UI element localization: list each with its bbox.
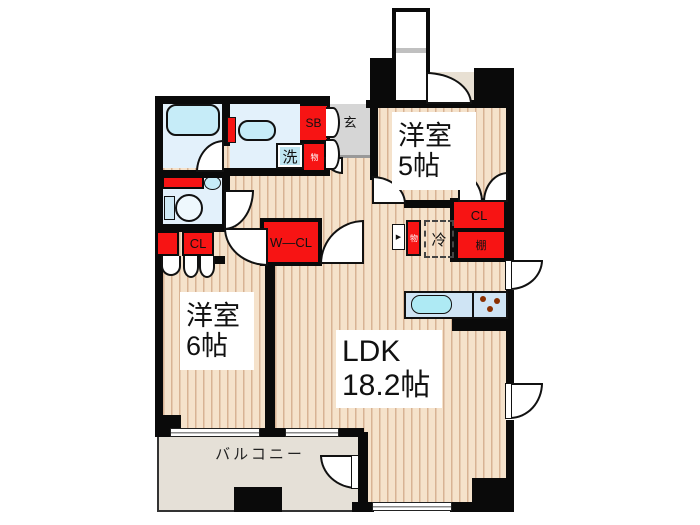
window	[372, 502, 452, 511]
wall	[213, 256, 225, 264]
wall	[265, 428, 285, 437]
door-marker: ▶	[392, 224, 405, 250]
room6-label: 洋室 6帖	[180, 292, 254, 370]
wall	[155, 170, 225, 178]
toilet-bowl	[175, 194, 203, 222]
ldk-side-door-leaf	[505, 383, 512, 419]
balcony-label: バルコニー	[215, 445, 305, 463]
shoe-box-door-scallop	[326, 139, 340, 170]
room5-label: 洋室 5帖	[392, 112, 476, 190]
pipe-shaft	[392, 8, 430, 104]
stove-burner	[494, 298, 500, 304]
closet-door-scallop	[199, 256, 215, 278]
entrance-label: 玄	[343, 114, 357, 130]
bathtub	[166, 104, 220, 136]
hand-basin	[204, 176, 221, 190]
ldk-side-door-arc	[510, 383, 543, 419]
wall	[358, 432, 368, 512]
ldk-side-door-arc	[510, 260, 543, 290]
window	[285, 428, 339, 437]
wall	[155, 224, 230, 232]
pipe-shaft-divider	[396, 48, 426, 53]
washing-machine: 洗	[276, 143, 304, 169]
shoe-box: SB	[300, 106, 327, 140]
wall	[339, 428, 364, 437]
closet-left: CL	[182, 231, 214, 256]
wall	[155, 96, 308, 104]
balcony-pillar	[234, 487, 282, 512]
wall	[474, 68, 514, 106]
storage-small-1: 物	[304, 144, 324, 170]
shoe-box-door-scallop	[326, 107, 340, 138]
balcony-door-leaf	[351, 455, 359, 489]
shelf: 棚	[458, 232, 504, 258]
wall	[260, 428, 268, 437]
refrigerator: 冷	[424, 220, 454, 258]
wall	[452, 315, 508, 331]
closet-door-scallop	[183, 256, 199, 278]
washroom-red-strip	[227, 117, 236, 143]
washbasin	[238, 120, 276, 141]
kitchen-sink	[411, 295, 452, 314]
wall	[265, 260, 275, 437]
ldk-side-door-leaf	[505, 260, 512, 290]
storage-small-2: 物	[406, 220, 421, 256]
closet-left-small	[156, 231, 179, 256]
closet-door-scallop	[161, 256, 181, 276]
wall	[506, 104, 514, 262]
wall	[450, 502, 514, 512]
wall	[370, 102, 378, 180]
wall	[222, 168, 306, 176]
ldk-label: LDK 18.2帖	[336, 330, 442, 408]
wall	[370, 58, 396, 104]
wall	[222, 96, 230, 146]
entrance-step-line	[332, 155, 370, 158]
closet-right: CL	[454, 202, 504, 228]
wall	[366, 100, 514, 108]
toilet-shelf	[162, 176, 204, 189]
stove-burner	[480, 296, 486, 302]
window	[170, 428, 260, 437]
stove-burner	[487, 306, 493, 312]
stove-zone	[472, 293, 474, 317]
wall	[506, 420, 514, 482]
toilet-tank	[164, 196, 175, 220]
wall	[506, 290, 514, 385]
walk-in-closet: W—CL	[260, 218, 322, 266]
